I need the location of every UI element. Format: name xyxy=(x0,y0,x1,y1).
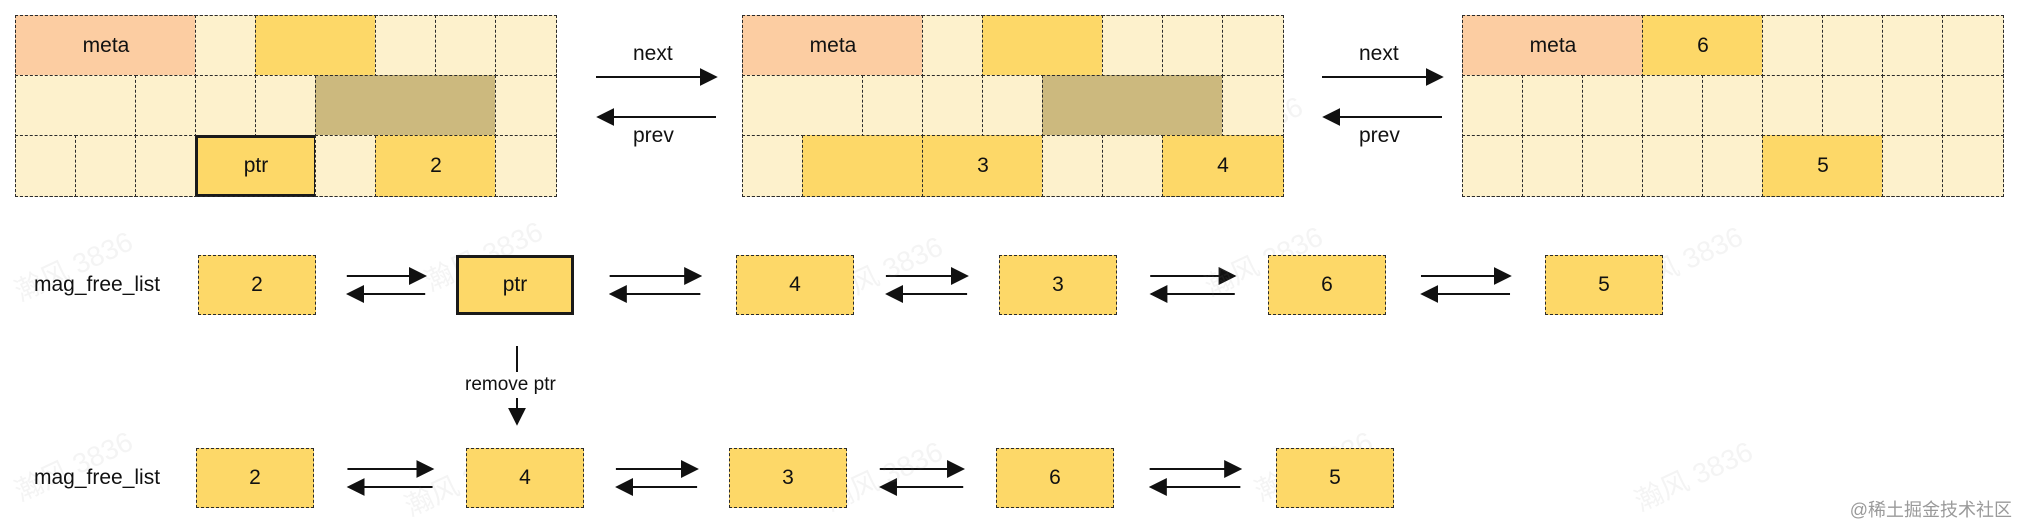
memory-block-2: meta 3 4 xyxy=(742,15,1284,197)
block-cell xyxy=(135,135,197,197)
list-label: mag_free_list xyxy=(34,466,161,489)
block-cell xyxy=(1522,135,1584,197)
block-cell xyxy=(195,15,257,77)
block-cell xyxy=(1642,135,1704,197)
block-cell: 5 xyxy=(1762,135,1884,197)
block-cell xyxy=(1522,75,1584,137)
meta-cell: meta xyxy=(742,15,924,77)
block-cell xyxy=(15,75,137,137)
block-cell xyxy=(315,75,497,137)
block-cell xyxy=(742,135,804,197)
remove-ptr-label: remove ptr xyxy=(463,374,558,396)
memory-block-1: meta ptr 2 xyxy=(15,15,557,197)
block-cell xyxy=(1042,135,1104,197)
block-cell xyxy=(922,15,984,77)
block-cell xyxy=(1942,15,2004,77)
block-cell xyxy=(1642,75,1704,137)
credit-text: @稀土掘金技术社区 xyxy=(1849,500,2012,520)
block-cell: 2 xyxy=(375,135,497,197)
block-cell xyxy=(1702,75,1764,137)
next-label: next xyxy=(1359,42,1399,65)
block-cell xyxy=(1882,135,1944,197)
block-cell xyxy=(1582,75,1644,137)
prev-label: prev xyxy=(1359,124,1400,147)
block-cell xyxy=(255,75,317,137)
block-cell xyxy=(1822,75,1884,137)
block-cell xyxy=(495,135,557,197)
block-cell xyxy=(1882,75,1944,137)
block-cell xyxy=(75,135,137,197)
block-cell xyxy=(315,135,377,197)
list-node-ptr: ptr xyxy=(456,255,574,315)
list-node: 2 xyxy=(196,448,314,508)
meta-cell: meta xyxy=(15,15,197,77)
block-cell xyxy=(1762,75,1824,137)
block-cell xyxy=(862,75,924,137)
block-cell xyxy=(1822,15,1884,77)
block-cell xyxy=(15,135,77,197)
list-label: mag_free_list xyxy=(34,273,161,296)
block-cell xyxy=(1942,135,2004,197)
block-cell xyxy=(195,75,257,137)
list-node: 5 xyxy=(1545,255,1663,315)
block-cell xyxy=(1762,15,1824,77)
block-cell xyxy=(1582,135,1644,197)
block-cell xyxy=(375,15,437,77)
block-cell xyxy=(1102,15,1164,77)
ptr-cell: ptr xyxy=(195,135,317,197)
list-node: 5 xyxy=(1276,448,1394,508)
block-cell xyxy=(1462,135,1524,197)
next-label: next xyxy=(633,42,673,65)
block-cell xyxy=(495,75,557,137)
block-cell xyxy=(922,75,984,137)
list-node: 4 xyxy=(466,448,584,508)
meta-cell: meta xyxy=(1462,15,1644,77)
block-cell xyxy=(1222,15,1284,77)
block-cell xyxy=(742,75,864,137)
block-cell xyxy=(1042,75,1224,137)
block-cell xyxy=(1162,15,1224,77)
list-node: 6 xyxy=(1268,255,1386,315)
block-cell xyxy=(1222,75,1284,137)
block-cell xyxy=(802,135,924,197)
block-cell xyxy=(1942,75,2004,137)
block-cell xyxy=(255,15,377,77)
list-node: 2 xyxy=(198,255,316,315)
list-node: 3 xyxy=(729,448,847,508)
prev-label: prev xyxy=(633,124,674,147)
block-cell: 3 xyxy=(922,135,1044,197)
block-cell xyxy=(1702,135,1764,197)
list-node: 6 xyxy=(996,448,1114,508)
list-node: 4 xyxy=(736,255,854,315)
block-cell xyxy=(982,15,1104,77)
block-cell xyxy=(1102,135,1164,197)
block-cell xyxy=(1882,15,1944,77)
block-cell: 4 xyxy=(1162,135,1284,197)
block-cell xyxy=(982,75,1044,137)
block-cell xyxy=(1462,75,1524,137)
block-cell xyxy=(135,75,197,137)
list-node: 3 xyxy=(999,255,1117,315)
block-cell xyxy=(495,15,557,77)
block-cell: 6 xyxy=(1642,15,1764,77)
block-cell xyxy=(435,15,497,77)
